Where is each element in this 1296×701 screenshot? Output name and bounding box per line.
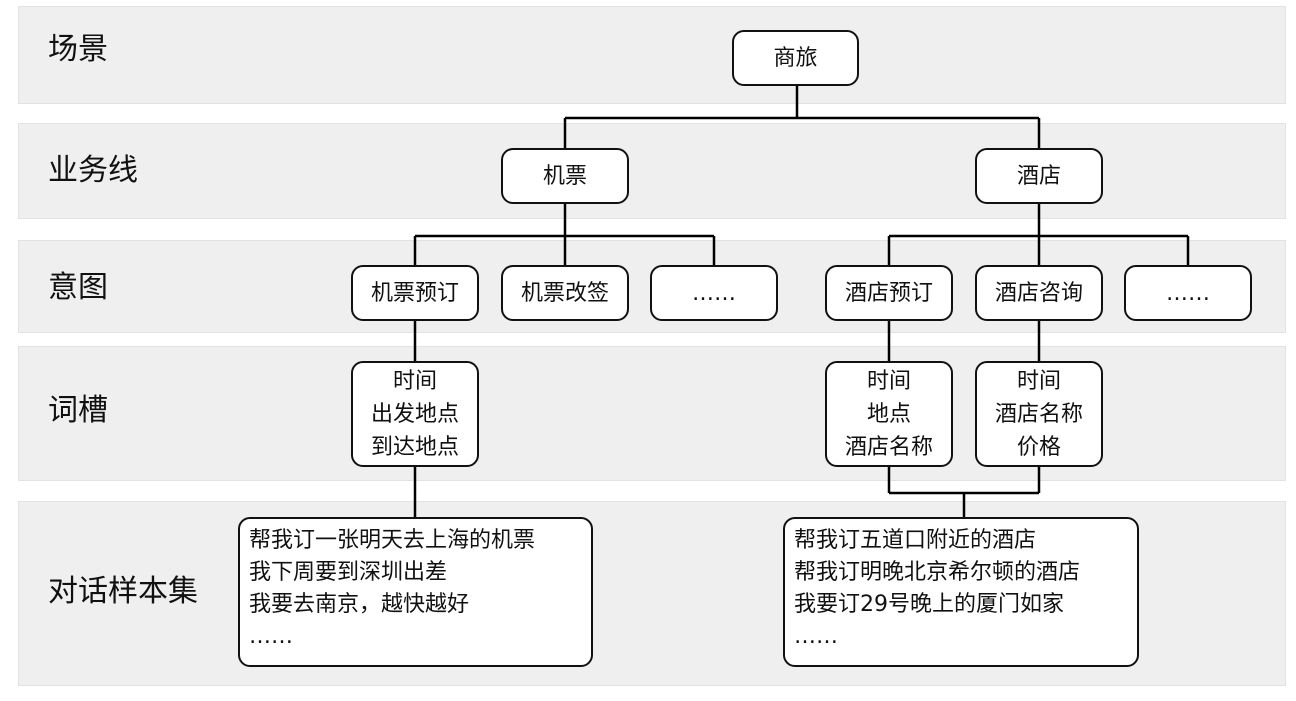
label-business-line: 业务线 bbox=[48, 153, 138, 188]
slot-item: 时间 bbox=[866, 368, 911, 394]
sample-utterance: 我要去南京，越快越好 bbox=[249, 592, 470, 617]
slot-item: 地点 bbox=[866, 401, 911, 427]
slot-item: 时间 bbox=[1016, 368, 1061, 394]
node-flight: 机票 bbox=[501, 148, 629, 204]
node-travel: 商旅 bbox=[732, 30, 859, 86]
sample-utterance: …… bbox=[794, 624, 838, 649]
slot-item: 酒店名称 bbox=[844, 434, 933, 460]
node-slots-hotel-booking: 时间 地点 酒店名称 bbox=[825, 361, 953, 467]
sample-utterance: 帮我订五道口附近的酒店 bbox=[794, 528, 1037, 553]
node-flight-more: …… bbox=[650, 265, 778, 321]
sample-utterance: 帮我订一张明天去上海的机票 bbox=[249, 528, 536, 553]
slot-item: 价格 bbox=[1016, 434, 1061, 460]
node-hotel-booking: 酒店预订 bbox=[825, 265, 953, 321]
sample-utterance: 帮我订明晚北京希尔顿的酒店 bbox=[794, 560, 1081, 585]
node-hotel-inquiry: 酒店咨询 bbox=[975, 265, 1103, 321]
node-samples-flight: 帮我订一张明天去上海的机票 我下周要到深圳出差 我要去南京，越快越好 …… bbox=[238, 517, 593, 667]
band-scene bbox=[18, 6, 1286, 104]
slot-item: 到达地点 bbox=[370, 434, 459, 460]
sample-utterance: 我下周要到深圳出差 bbox=[249, 560, 448, 585]
node-flight-change: 机票改签 bbox=[501, 265, 629, 321]
node-slots-hotel-inquiry: 时间 酒店名称 价格 bbox=[975, 361, 1103, 467]
label-scene: 场景 bbox=[48, 32, 108, 67]
slot-item: 出发地点 bbox=[370, 401, 459, 427]
node-slots-flight-booking: 时间 出发地点 到达地点 bbox=[351, 361, 479, 467]
label-slot: 词槽 bbox=[48, 393, 108, 428]
node-hotel-more: …… bbox=[1124, 265, 1252, 321]
node-hotel: 酒店 bbox=[975, 148, 1103, 204]
label-dialog-samples: 对话样本集 bbox=[48, 574, 198, 609]
sample-utterance: 我要订29号晚上的厦门如家 bbox=[794, 592, 1064, 617]
sample-utterance: …… bbox=[249, 624, 293, 649]
slot-item: 时间 bbox=[392, 368, 437, 394]
node-samples-hotel: 帮我订五道口附近的酒店 帮我订明晚北京希尔顿的酒店 我要订29号晚上的厦门如家 … bbox=[783, 517, 1139, 667]
label-intent: 意图 bbox=[48, 270, 108, 305]
slot-item: 酒店名称 bbox=[994, 401, 1083, 427]
node-flight-booking: 机票预订 bbox=[351, 265, 479, 321]
